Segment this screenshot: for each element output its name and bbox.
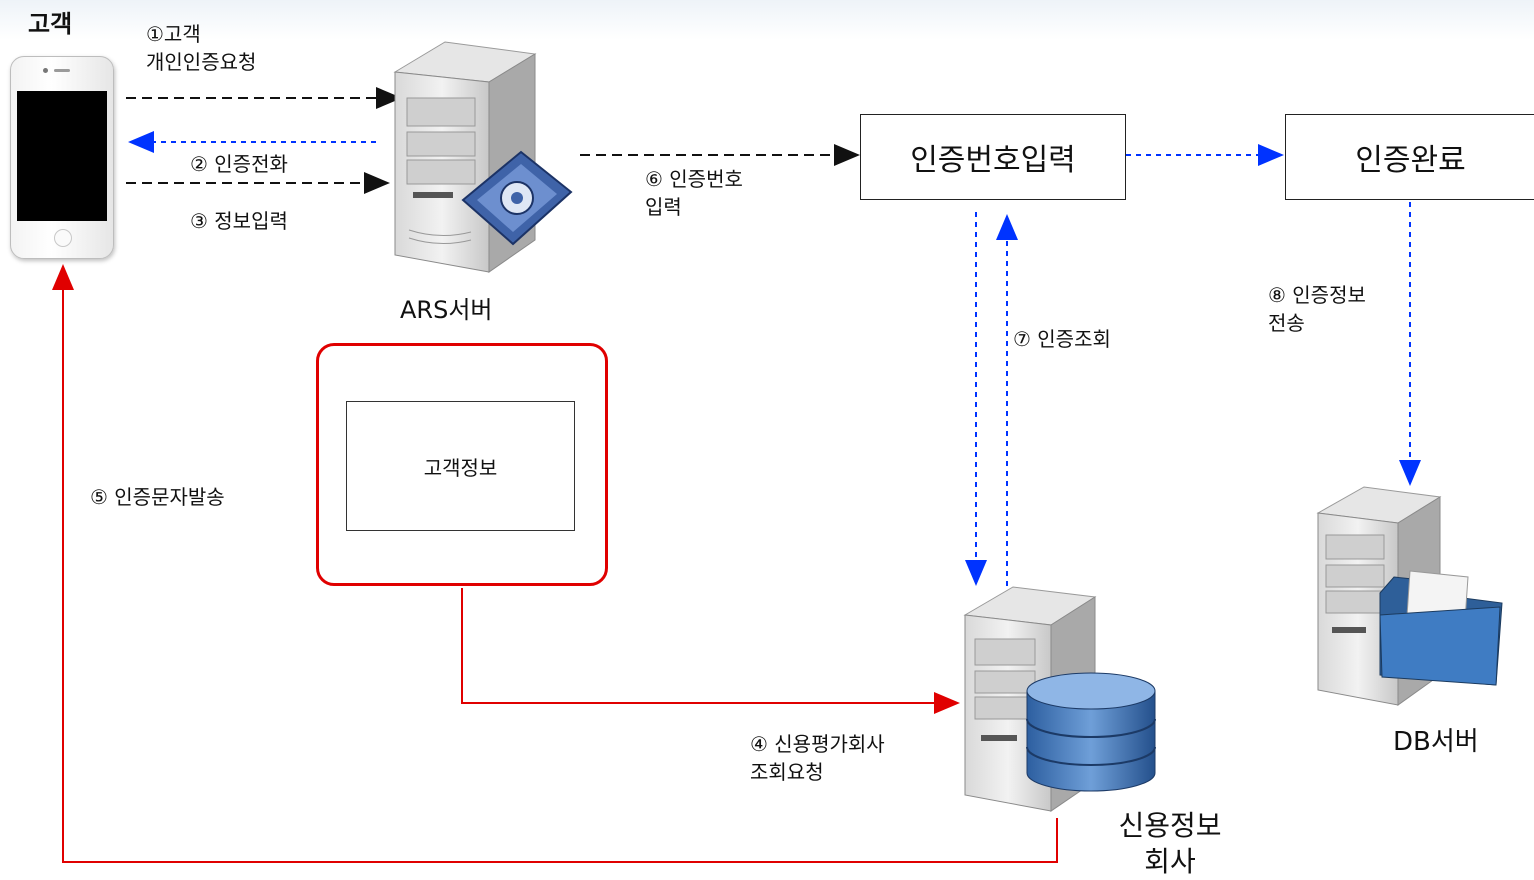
customer-info-box: 고객정보 [346, 401, 575, 531]
arrow-step1 [126, 87, 402, 109]
db-server-icon [1316, 486, 1503, 706]
arrow-step6 [580, 144, 860, 166]
camera-dot [43, 68, 48, 73]
arrow-input-to-done [1126, 144, 1284, 166]
arrow-step7-up [996, 214, 1018, 586]
arrow-step5 [52, 264, 1058, 863]
step8-label: ⑧ 인증정보 전송 [1268, 283, 1366, 335]
ars-server-label: ARS서버 [400, 296, 493, 324]
arrow-step3 [126, 172, 390, 194]
step5-label: ⑤ 인증문자발송 [90, 485, 225, 509]
folder-icon [1379, 570, 1503, 686]
phone-screen [17, 91, 107, 221]
auth-input-box: 인증번호입력 [860, 114, 1126, 200]
credit-server-icon [963, 586, 1156, 812]
diagram-title: 고객 [28, 10, 73, 38]
auth-done-box: 인증완료 [1285, 114, 1534, 200]
home-button [54, 229, 72, 247]
credit-agency-label: 신용정보 회사 [1118, 809, 1222, 878]
step3-label: ③ 정보입력 [190, 209, 288, 233]
db-server-label: DB서버 [1393, 727, 1479, 757]
step7-label: ⑦ 인증조회 [1013, 327, 1111, 351]
gear-icon [461, 150, 573, 246]
step4-label: ④ 신용평가회사 조회요청 [750, 732, 885, 784]
customer-info-group [316, 343, 608, 586]
top-band [0, 0, 1534, 40]
speaker-slot [54, 69, 70, 72]
arrow-step4 [461, 588, 960, 714]
database-icon [1026, 672, 1156, 792]
step2-label: ② 인증전화 [190, 152, 288, 176]
smartphone-icon [10, 56, 114, 259]
arrow-step8 [1399, 202, 1421, 486]
arrow-step2 [128, 131, 376, 153]
step6-label: ⑥ 인증번호 입력 [645, 167, 743, 219]
ars-server-icon [393, 41, 573, 273]
step1-label: ①고객 개인인증요청 [146, 22, 257, 74]
arrow-step7-down [965, 212, 987, 586]
